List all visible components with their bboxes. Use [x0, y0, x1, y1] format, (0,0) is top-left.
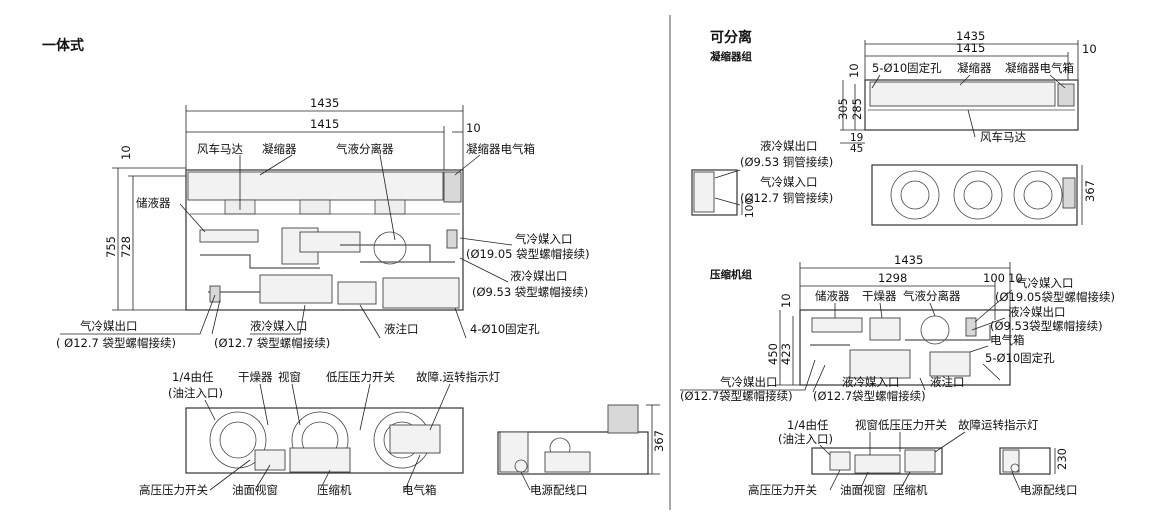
kg-liq-in-spec: (Ø12.7袋型螺帽接续) [813, 389, 926, 403]
front-height-367: 367 [652, 430, 666, 452]
kg-liq-out-spec: (Ø9.53袋型螺帽接续) [990, 319, 1103, 333]
kg-gas-in-spec: (Ø19.05袋型螺帽接续) [995, 290, 1115, 304]
integral-dim-728: 728 [119, 236, 133, 258]
front-power: 电源配线口 [530, 483, 588, 497]
kg-separator: 气液分离器 [903, 289, 961, 303]
integral-dim-1435: 1435 [310, 96, 339, 110]
condenser-group-title: 凝缩器组 [710, 50, 752, 63]
kg-dryer: 干燥器 [862, 289, 897, 303]
kg-holes: 5-Ø10固定孔 [985, 351, 1055, 365]
cg-condenser: 凝缩器 [957, 61, 992, 75]
kg-liq-out: 液冷媒出口 [1008, 305, 1066, 319]
front-indicator: 故障.运转指示灯 [416, 370, 501, 384]
label-liq-out: 液冷媒出口 [510, 269, 568, 283]
label-gas-out-spec: ( Ø12.7 袋型螺帽接续) [56, 336, 176, 350]
cg-liq-out-spec: (Ø9.53 铜管接续) [740, 155, 833, 169]
label-liq-in: 液冷媒入口 [250, 319, 308, 333]
cg-gas-in: 气冷媒入口 [760, 175, 818, 189]
cg-dim-100: 100 [744, 198, 756, 218]
cg-fan-motor: 风车马达 [980, 130, 1026, 144]
kg-sight-lp: 视窗低压压力开关 [855, 418, 947, 432]
cg-dim-1415: 1415 [956, 41, 985, 55]
kg-receiver: 储液器 [815, 289, 850, 303]
label-liq-in-spec: (Ø12.7 袋型螺帽接续) [214, 336, 330, 350]
cg-dim-285: 285 [850, 98, 864, 120]
split-title: 可分离 [710, 29, 752, 46]
label-condenser: 凝缩器 [262, 142, 297, 156]
kg-dim-10: 10 [1008, 271, 1023, 285]
kg-indicator: 故障运转指示灯 [958, 418, 1039, 432]
compressor-group-title: 压缩机组 [710, 268, 752, 281]
label-cond-box: 凝缩器电气箱 [466, 142, 535, 156]
cg-dim-10-top: 10 [847, 63, 861, 78]
kg-hp-switch: 高压压力开关 [748, 483, 817, 497]
cg-gas-in-spec: (Ø12.7 铜管接续) [740, 191, 833, 205]
condenser-group-view: 1435 1415 10 10 305 285 19 45 5-Ø10固定孔 凝… [691, 29, 1097, 226]
cg-dim-1435: 1435 [956, 29, 985, 43]
integral-dim-10-top: 10 [119, 145, 133, 160]
integral-dim-755: 755 [104, 236, 118, 258]
kg-union-note: (油注入口) [778, 432, 833, 446]
kg-dim-423: 423 [779, 343, 793, 365]
front-ebox: 电气箱 [402, 483, 437, 497]
cg-dim-19: 19 [850, 132, 863, 144]
kg-inject: 液注口 [930, 375, 965, 389]
front-dryer: 干燥器 [238, 370, 273, 384]
front-union-note: (油注入口) [168, 386, 223, 400]
cg-liq-out: 液冷媒出口 [760, 139, 818, 153]
front-sight: 视窗 [278, 370, 301, 384]
kg-oil-sight: 油面视窗 [840, 483, 886, 497]
label-receiver: 储液器 [136, 196, 171, 210]
integral-dim-10-right: 10 [466, 121, 481, 135]
kg-power: 电源配线口 [1020, 483, 1078, 497]
compressor-group-view: 1435 1298 100 10 10 450 423 储液器 干燥器 气液分离… [680, 253, 1115, 497]
kg-dim-450: 450 [766, 343, 780, 365]
front-hp-switch: 高压压力开关 [139, 483, 208, 497]
front-compressor: 压缩机 [317, 483, 352, 497]
kg-dim-10-top: 10 [779, 293, 793, 308]
front-lp-switch: 低压压力开关 [326, 370, 395, 384]
kg-dim-1298: 1298 [878, 271, 907, 285]
kg-gas-in: 气冷媒入口 [1016, 276, 1074, 290]
label-fan-motor: 风车马达 [197, 142, 243, 156]
front-union: 1/4由任 [172, 370, 214, 384]
cg-dim-367: 367 [1083, 180, 1097, 202]
integral-dim-1415: 1415 [310, 117, 339, 131]
kg-compressor: 压缩机 [893, 483, 928, 497]
integral-title: 一体式 [42, 37, 84, 54]
kg-liq-in: 液冷媒入口 [842, 375, 900, 389]
integral-front-view: 1/4由任 (油注入口) 干燥器 视窗 低压压力开关 故障.运转指示灯 高压压力… [139, 370, 666, 497]
label-separator: 气液分离器 [336, 142, 394, 156]
cg-cond-box: 凝缩器电气箱 [1005, 61, 1074, 75]
cg-dim-305: 305 [836, 98, 850, 120]
label-gas-in-spec: (Ø19.05 袋型螺帽接续) [466, 247, 590, 261]
label-liq-out-spec: (Ø9.53 袋型螺帽接续) [472, 285, 588, 299]
kg-union: 1/4由任 [787, 418, 829, 432]
integral-top-view: 1435 1415 10 10 755 728 [56, 96, 590, 350]
kg-gas-out-spec: (Ø12.7袋型螺帽接续) [680, 389, 793, 403]
cg-dim-45: 45 [850, 143, 863, 155]
label-inject: 液注口 [384, 322, 419, 336]
kg-gas-out: 气冷媒出口 [720, 375, 778, 389]
kg-dim-1435: 1435 [894, 253, 923, 267]
label-gas-out: 气冷媒出口 [80, 319, 138, 333]
kg-ebox: 电气箱 [990, 333, 1025, 347]
label-mount-holes: 4-Ø10固定孔 [470, 322, 540, 336]
label-gas-in: 气冷媒入口 [515, 232, 573, 246]
kg-dim-100: 100 [983, 271, 1005, 285]
cg-dim-10-side: 10 [1082, 42, 1097, 56]
cg-holes: 5-Ø10固定孔 [872, 61, 942, 75]
kg-dim-230: 230 [1055, 448, 1069, 470]
